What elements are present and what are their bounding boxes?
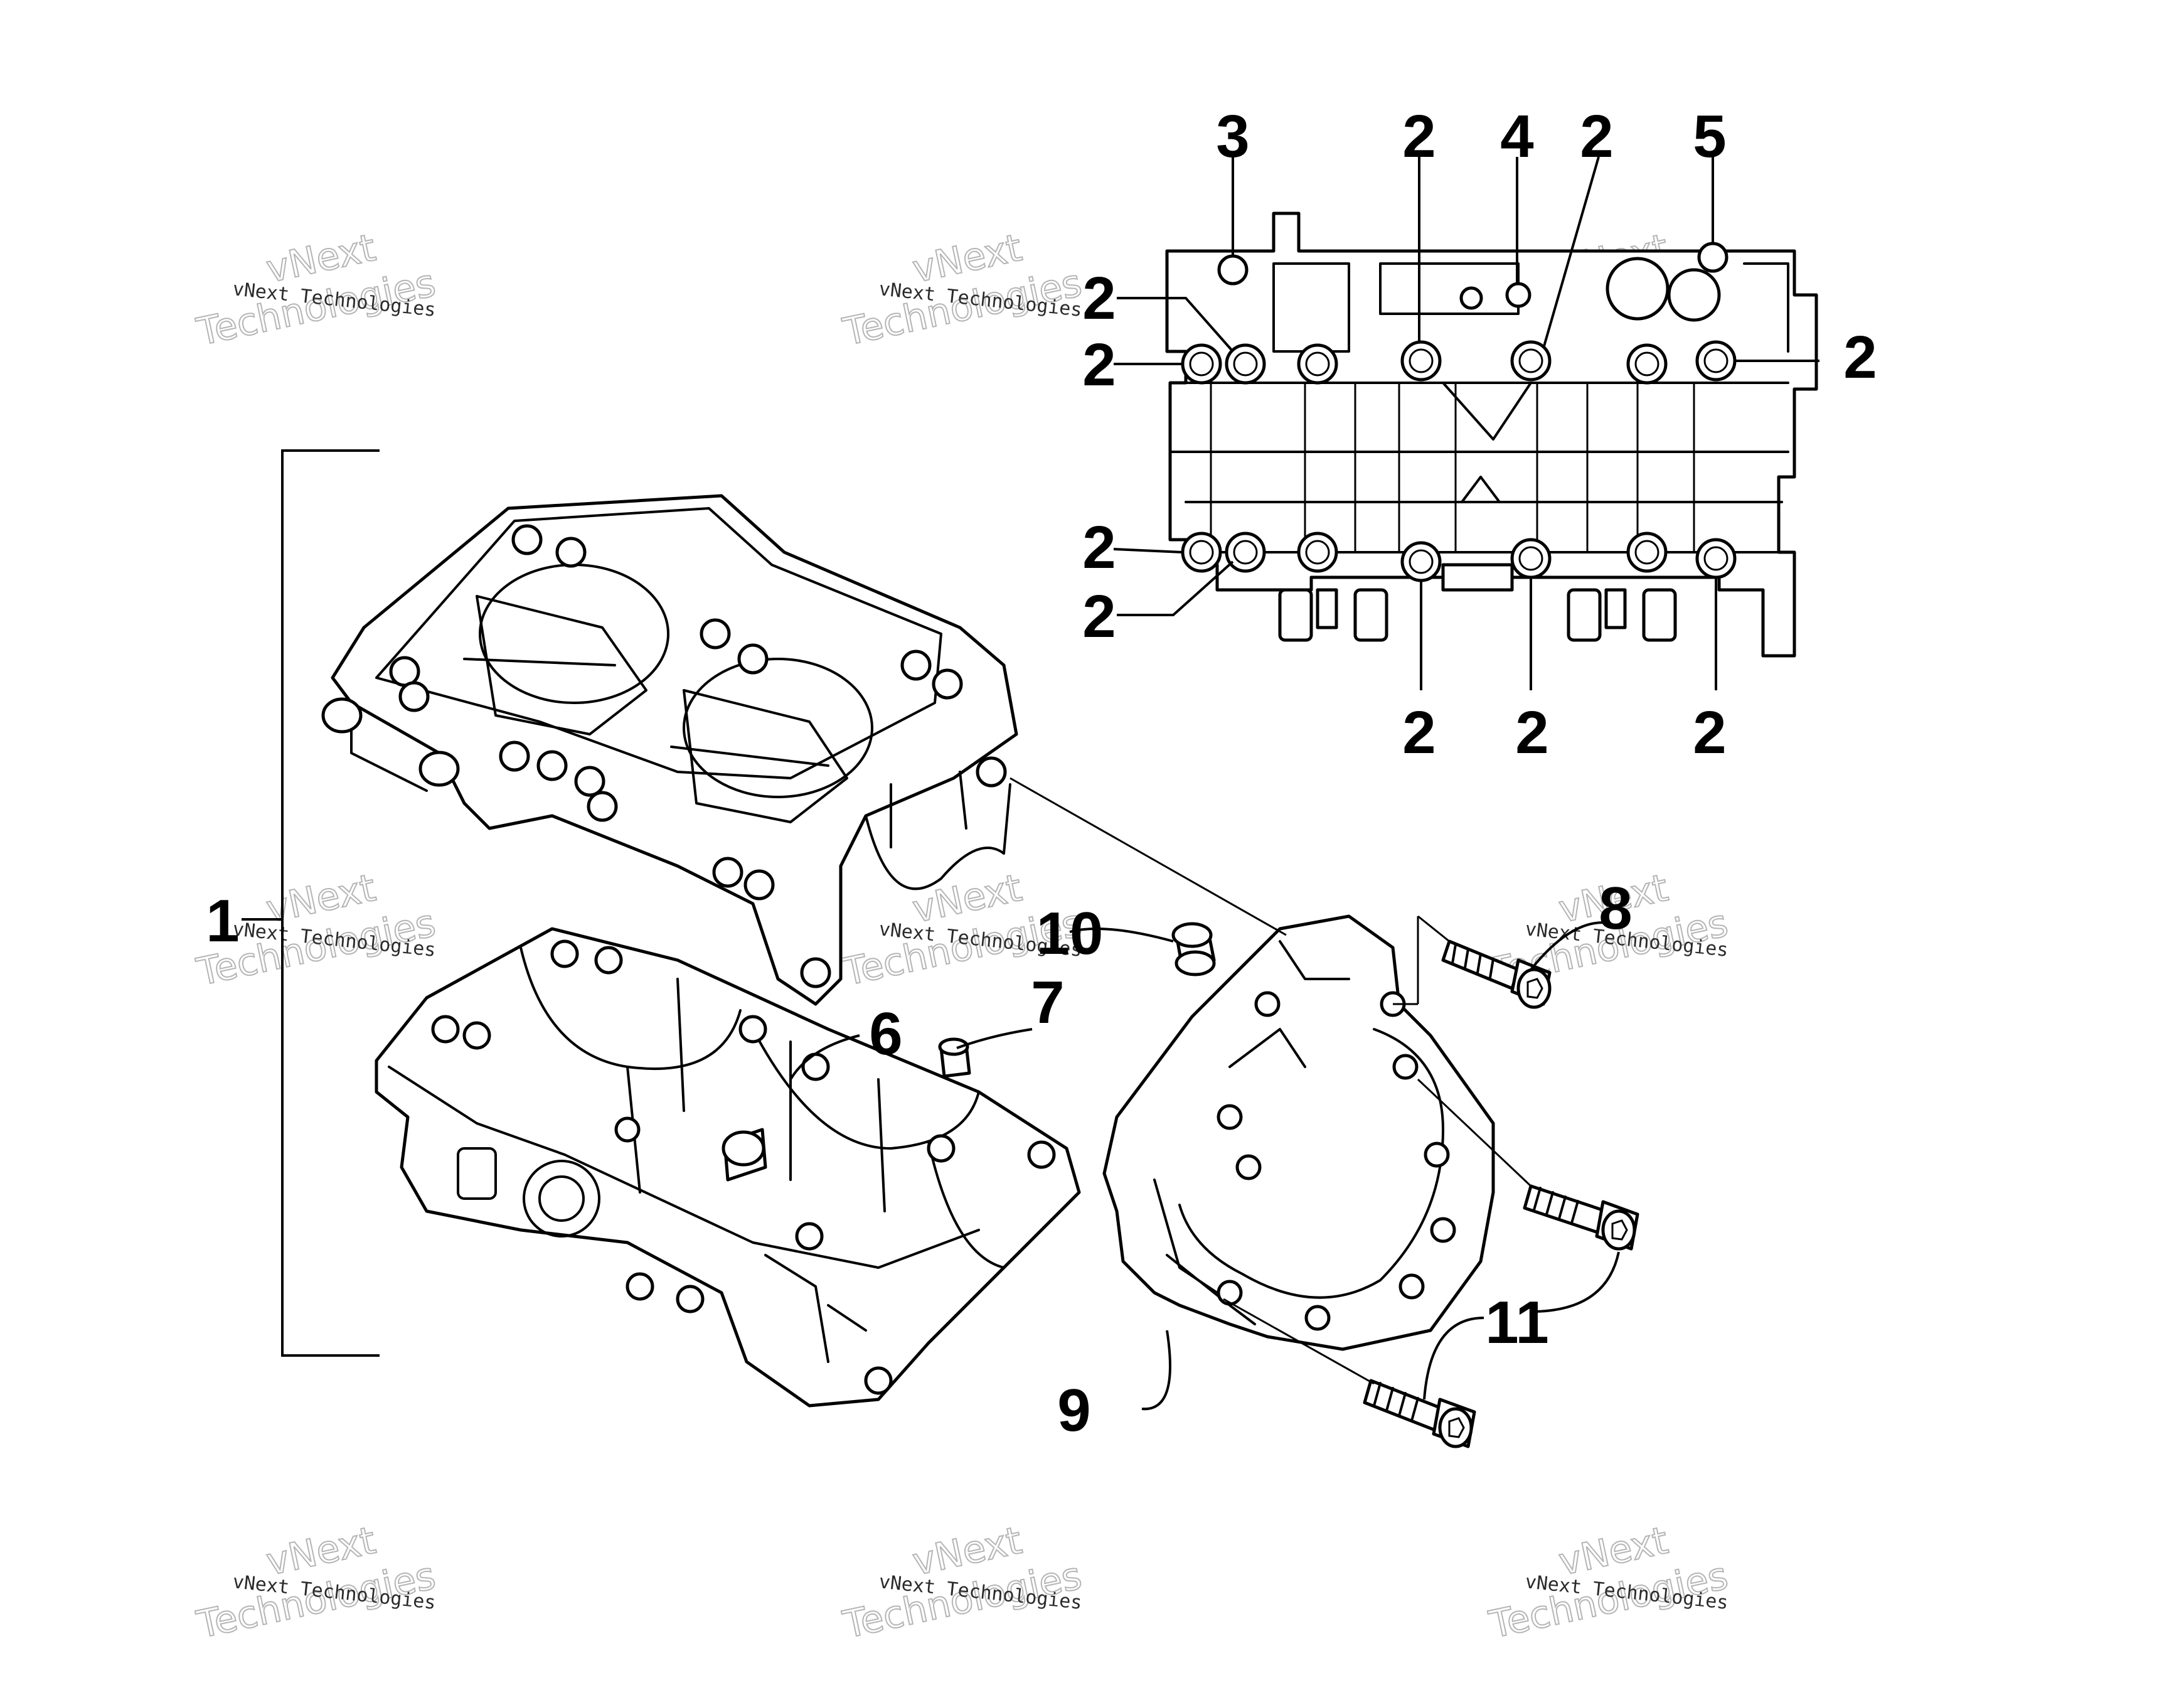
callout-2-left-d: 2 <box>1082 583 1116 650</box>
bolt-part-8 <box>1441 939 1552 1009</box>
flywheel-housing-part-9 <box>1102 914 1495 1351</box>
callout-2-bottom-b: 2 <box>1515 699 1548 766</box>
callout-2-top-b: 2 <box>1580 103 1613 170</box>
callout-2-left-a: 2 <box>1082 265 1116 332</box>
bolt-part-11-upper <box>1523 1184 1639 1251</box>
callout-5: 5 <box>1693 103 1726 170</box>
callout-9: 9 <box>1057 1377 1090 1444</box>
callout-2-bottom-c: 2 <box>1693 699 1726 766</box>
callout-7: 7 <box>1031 969 1064 1036</box>
callout-1: 1 <box>206 887 239 954</box>
callout-10: 10 <box>1036 900 1104 967</box>
callout-labels: 1 3 2 4 2 5 2 2 2 2 2 2 2 2 10 7 6 8 11 … <box>206 103 1877 1444</box>
callout-2-left-b: 2 <box>1082 331 1116 398</box>
crankcase-top-view <box>1165 211 1818 658</box>
dowel-pin-part-7 <box>938 1037 971 1078</box>
callout-2-right: 2 <box>1843 324 1877 391</box>
callout-8: 8 <box>1599 875 1632 942</box>
bolt-part-11-lower <box>1363 1379 1476 1448</box>
callout-2-left-c: 2 <box>1082 514 1116 581</box>
lower-crankcase-half <box>375 927 1081 1408</box>
leader-lines <box>242 156 1819 1411</box>
bushing-part-10 <box>1171 922 1216 976</box>
callout-6: 6 <box>869 1000 902 1067</box>
callout-11: 11 <box>1485 1289 1548 1356</box>
callout-2-bottom-a: 2 <box>1402 699 1436 766</box>
callout-2-top-a: 2 <box>1402 103 1436 170</box>
callout-4: 4 <box>1500 103 1533 170</box>
callout-3: 3 <box>1216 103 1249 170</box>
upper-crankcase-half <box>321 494 1018 1006</box>
